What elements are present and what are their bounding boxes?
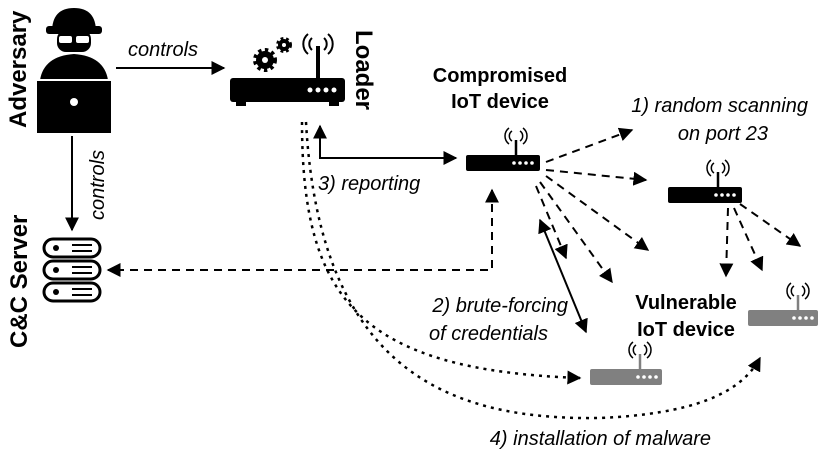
edge-report-cnc xyxy=(106,188,499,277)
router-icon xyxy=(230,78,345,102)
scanning-label-line1: 1) random scanning xyxy=(631,95,808,117)
edge-reporting xyxy=(313,124,458,165)
adversary-label: Adversary xyxy=(5,10,32,128)
edge-scan-6 xyxy=(719,207,734,278)
vulnerable-device-1 xyxy=(590,341,662,385)
edge-scan-7 xyxy=(733,207,764,272)
controls-cnc-label: controls xyxy=(87,150,109,220)
edge-scan-8 xyxy=(739,203,802,247)
antenna-icon xyxy=(706,159,730,177)
cnc-server-label: C&C Server xyxy=(6,215,33,348)
loader-label: Loader xyxy=(350,30,377,110)
controls-loader-label: controls xyxy=(128,39,198,61)
gears-icon xyxy=(253,37,292,72)
vulnerable-device-2 xyxy=(748,282,818,326)
router-icon xyxy=(748,310,818,326)
edge-scan-2 xyxy=(545,169,648,186)
compromised-device-2 xyxy=(668,159,742,203)
edges xyxy=(65,61,802,420)
compromised-label-line1: Compromised xyxy=(433,65,567,87)
scanning-label-line2: on port 23 xyxy=(678,123,768,145)
edge-scan-4 xyxy=(539,181,613,284)
compromised-label-line2: IoT device xyxy=(451,91,549,113)
bruteforce-label-line1: 2) brute-forcing xyxy=(431,295,568,317)
edge-scan-1 xyxy=(545,127,634,163)
bruteforce-label-line2: of credentials xyxy=(429,323,548,345)
reporting-label: 3) reporting xyxy=(318,173,420,195)
router-icon xyxy=(668,187,742,203)
antenna-icon xyxy=(302,33,334,55)
antenna-icon xyxy=(786,282,810,300)
vulnerable-label-line1: Vulnerable xyxy=(635,292,737,314)
edge-install-2 xyxy=(304,121,762,420)
hacker-icon xyxy=(35,8,113,135)
vulnerable-label-line2: IoT device xyxy=(637,319,735,341)
compromised-device xyxy=(466,127,540,171)
loader-router xyxy=(230,33,345,106)
antenna-icon xyxy=(504,127,528,145)
edge-scan-3 xyxy=(545,175,650,251)
antenna-icon xyxy=(628,341,652,359)
server-rack-icon xyxy=(42,237,102,303)
edge-bruteforce xyxy=(538,218,588,334)
installation-label: 4) installation of malware xyxy=(490,428,711,450)
router-icon xyxy=(466,155,540,171)
router-icon xyxy=(590,369,662,385)
